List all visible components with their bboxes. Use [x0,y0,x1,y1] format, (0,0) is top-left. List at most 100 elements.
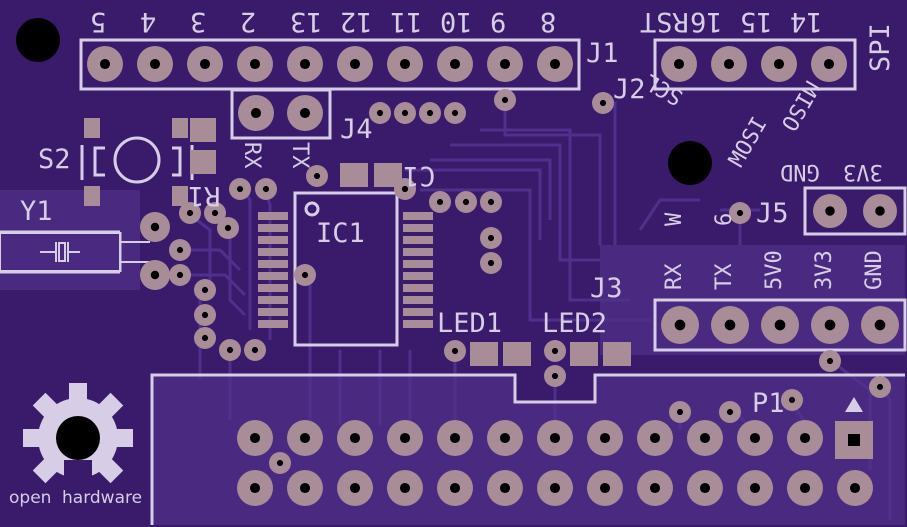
via-drill [788,396,796,404]
via-drill [451,347,459,355]
j1-pad-drill [199,58,211,70]
crystal-pad-drill [150,270,160,280]
j1-pin-label-5: 12 [340,6,373,37]
j1-pad-drill [399,58,411,70]
via-drill [376,109,384,117]
via-drill [599,99,607,107]
via-drill [426,109,434,117]
open-hardware-gear-icon [23,383,133,500]
spi-pin-label-1: 16 [690,6,723,37]
p1-pad-drill [549,432,561,444]
via-drill [251,346,259,354]
via-drill [236,185,244,193]
p1-pin1-arrow [845,397,863,412]
3v3-top-label: 3V3 [843,159,883,184]
via-drill [826,357,834,365]
via-drill [211,209,219,217]
via-drill [201,311,209,319]
c1-label: C1 [403,160,436,191]
j1-pin-label-6: 11 [390,6,423,37]
via-drill [501,96,509,104]
via-drill [451,109,459,117]
spi-pin-label-0: RST [640,6,689,37]
via-drill [201,286,209,294]
p1-label: P1 [752,388,785,419]
j4-pad-drill [299,107,311,119]
via-drill [462,198,470,206]
via-drill [487,198,495,206]
via-drill [176,246,184,254]
j1-pin-label-4: 13 [290,6,323,37]
via-drill [176,271,184,279]
j3-pad-drill [674,319,686,331]
via-drill [551,347,559,355]
p1-pad-drill [599,432,611,444]
vias [169,89,891,474]
p1-pad-drill [499,482,511,494]
y1-label: Y1 [20,196,53,227]
p1-pad-drill [799,482,811,494]
j3-pin-label-4: GND [862,250,887,290]
p1-pad-drill [399,432,411,444]
tx-top-label: TX [287,142,312,169]
j3-pin-label-0: RX [662,263,687,291]
via-drill [401,109,409,117]
via-drill [726,408,734,416]
j1-pad-drill [499,58,511,70]
via-drill [401,185,409,193]
p1-pad-drill [299,432,311,444]
j1-pad-drill [449,58,461,70]
j5-pad-drill [875,206,885,216]
p1-pad-drill [249,432,261,444]
spi-header-outline [653,38,857,91]
led2-label: LED2 [542,308,608,339]
j1-pin-label-8: 9 [490,6,507,37]
j1-pin-label-7: 10 [440,6,473,37]
via-drill [436,198,444,206]
open-hardware-hardware: hardware [62,488,143,508]
via-drill [676,408,684,416]
p1-pad-drill [349,482,361,494]
j4-outline [230,88,332,140]
j3-pin-label-3: 3V3 [812,250,837,290]
p1-pad-drill [749,432,761,444]
smd-pads [84,118,631,366]
spi-pad-drill [773,58,785,70]
j3-label: J3 [590,273,623,304]
j1-pad-drill [549,58,561,70]
p1-pad-drill [449,482,461,494]
crystal-y1 [0,232,150,272]
j1-pad-drill [99,58,111,70]
via-drill [551,372,559,380]
ic1-pin1-marker [304,201,320,217]
mounting-hole-right [668,141,712,185]
via-drill [224,224,232,232]
spi-pin-label-2: 15 [740,6,773,37]
p1-pad-drill [649,482,661,494]
open-hardware-open: open [9,488,52,508]
via-drill [736,209,744,217]
j5-label: J5 [756,198,789,229]
j1-pin-label-9: 8 [540,6,557,37]
via-drill [301,271,309,279]
p1-pad-drill [299,482,311,494]
ic1-outline [293,191,399,347]
p1-pad-drill [449,432,461,444]
p1-outline [150,373,905,525]
j3-pad-drill [724,319,736,331]
via-drill [201,334,209,342]
pin-w-label: W [662,212,687,226]
p1-pad-drill [749,482,761,494]
j1-pin-label-3: 2 [240,6,257,37]
r1-label: R1 [188,180,221,211]
s2-circle [113,136,161,184]
spi-pad-drill [823,58,835,70]
j1-label: J1 [586,38,619,69]
j1-pad-drill [349,58,361,70]
through-hole-pads [87,46,899,506]
led1-label: LED1 [437,308,503,339]
j5-pad-drill [825,206,835,216]
gnd-top-label: GND [780,159,820,184]
via-drill [487,234,495,242]
j3-pad-drill [824,319,836,331]
